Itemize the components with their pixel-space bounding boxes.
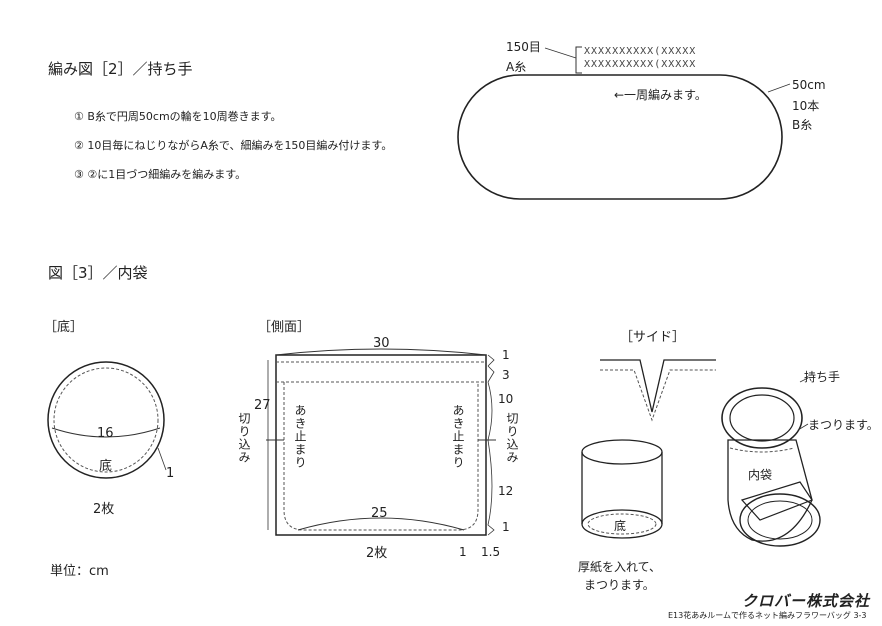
cylinder-top: [581, 439, 663, 465]
bottom-circle-seam: [53, 367, 159, 473]
bag-inner-top: [729, 447, 795, 453]
handle-label: 持ち手: [804, 370, 841, 384]
stitch-row-2: XXXXXXXXXX(XXXXX: [584, 59, 697, 70]
bag-handle-ring-inner: [729, 394, 795, 442]
handle-ring-shape: [457, 74, 783, 200]
stitch-count-label: 150目: [506, 40, 541, 54]
open-stop-right: あき止まり: [451, 404, 465, 469]
side-bottom-arc: [297, 517, 465, 531]
cylinder-bottom-seam: [587, 513, 657, 535]
bottom-circle-outer: [47, 361, 165, 479]
circumference-label: 50cm: [792, 78, 826, 92]
side-width-top: 30: [373, 336, 390, 351]
side-fold-v-inner: [600, 369, 716, 422]
cut-label-left: 切り込み: [237, 412, 251, 464]
side-view-label: ［サイド］: [620, 330, 686, 345]
dim-line-right: [487, 354, 495, 536]
side-inner-seam: [283, 382, 479, 531]
dim-3: 3: [502, 368, 510, 382]
bag-fold: [740, 481, 813, 521]
unit-label: 単位：cm: [50, 564, 109, 579]
corner-dim-1: 1: [459, 545, 467, 559]
circ-leader: [767, 83, 791, 93]
step-1: ① B糸で円周50cmの輪を10周巻きます。: [74, 110, 282, 123]
footer-text: E13花あみルームで作るネット編みフラワーバッグ 3-3: [668, 611, 867, 620]
dim-1-bottom: 1: [502, 520, 510, 534]
bottom-diameter-arc: [51, 427, 161, 438]
open-stop-left: あき止まり: [293, 404, 307, 469]
corner-dim-15: 1.5: [481, 545, 501, 559]
inner-bag-label: 内袋: [748, 468, 773, 482]
wraps-label: 10本: [792, 99, 820, 113]
sew-leader: [797, 423, 809, 431]
bottom-label: ［底］: [44, 320, 84, 335]
cut-label-right: 切り込み: [505, 412, 519, 464]
cylinder-bottom-label: 底: [614, 519, 627, 533]
section3-title: 図［3］／内袋: [48, 264, 148, 282]
side-height: 27: [254, 398, 271, 413]
brand-logo: クロバー株式会社: [742, 592, 871, 610]
dim-1-top: 1: [502, 348, 510, 362]
bottom-center-label: 底: [99, 459, 113, 474]
side-fold-v: [600, 359, 716, 413]
bottom-seam-leader: [157, 447, 167, 471]
section2-title: 編み図［2］／持ち手: [48, 60, 193, 78]
bottom-seam-allowance: 1: [166, 466, 175, 481]
bag-lower-ring-inner: [747, 500, 813, 540]
dim-12: 12: [498, 484, 514, 498]
bag-lower-ring: [739, 493, 821, 547]
step-2: ② 10目毎にねじりながらA糸で、細編みを150目編み付けます。: [74, 139, 393, 152]
bottom-diameter: 16: [97, 426, 114, 441]
yarn-b-label: B糸: [792, 118, 813, 132]
stitch-row-1: XXXXXXXXXX(XXXXX: [584, 46, 697, 57]
side-label: ［側面］: [258, 320, 311, 335]
side-panel-outer: [275, 354, 487, 536]
stitch-count-leader: [544, 47, 577, 59]
direction-label: ←一周編みます。: [614, 88, 707, 102]
handle-leader: [799, 377, 809, 383]
stitch-row-bracket: [575, 46, 582, 74]
step-3: ③ ②に1目づつ細編みを編みます。: [74, 168, 247, 181]
bag-handle-ring: [721, 387, 803, 449]
sew-label: まつります。: [808, 418, 879, 432]
bottom-count: 2枚: [93, 502, 115, 517]
side-count: 2枚: [366, 546, 388, 561]
cylinder-bottom: [581, 509, 663, 539]
side-bottom-width: 25: [371, 506, 388, 521]
yarn-a-label: A糸: [506, 60, 527, 74]
cardboard-note-2: まつります。: [584, 578, 655, 592]
cardboard-note-1: 厚紙を入れて、: [578, 560, 662, 574]
dim-10: 10: [498, 392, 514, 406]
side-panel-top-curve: [275, 348, 487, 356]
